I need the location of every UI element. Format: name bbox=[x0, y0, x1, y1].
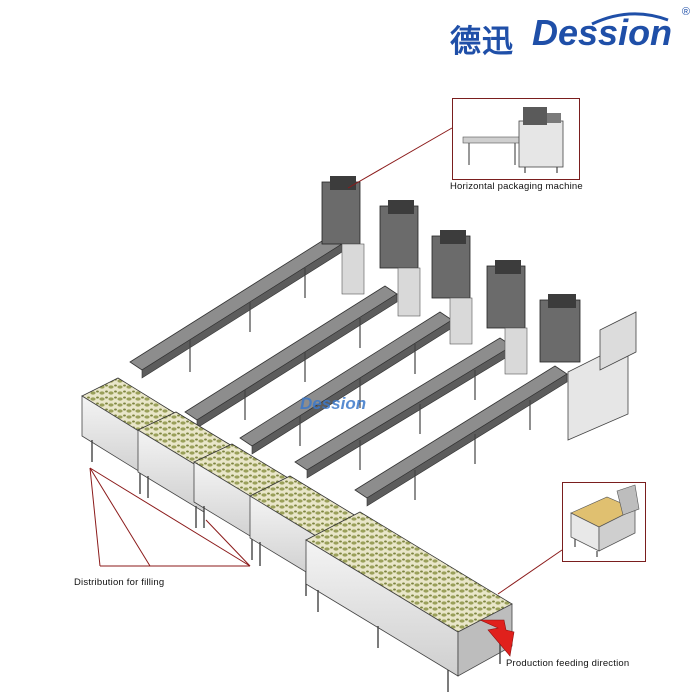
logo-chinese-text: 德迅 bbox=[450, 24, 514, 60]
label-production-feeding-direction: Production feeding direction bbox=[506, 658, 630, 669]
inset-horizontal-packaging-machine bbox=[452, 98, 580, 180]
feeding-direction-arrow bbox=[479, 619, 515, 657]
machine-head-3 bbox=[431, 230, 473, 345]
machine-head-2 bbox=[379, 200, 421, 317]
packaging-line-5 bbox=[354, 365, 568, 507]
leader-lines bbox=[89, 127, 563, 595]
label-distribution-for-filling: Distribution for filling bbox=[74, 577, 165, 588]
packaging-machine-heads bbox=[321, 176, 637, 441]
logo-swoosh-icon bbox=[591, 12, 669, 26]
label-horizontal-packaging-machine: Horizontal packaging machine bbox=[450, 181, 583, 192]
machine-head-5 bbox=[539, 294, 637, 441]
packaging-line-1 bbox=[129, 235, 343, 379]
brand-logo: 德迅 Dession ® bbox=[440, 6, 690, 60]
registered-mark: ® bbox=[681, 6, 690, 18]
machine-head-1 bbox=[321, 176, 365, 295]
horizontal-packaging-machine-icon bbox=[462, 107, 564, 173]
machine-head-4 bbox=[486, 260, 528, 375]
packaging-line-4 bbox=[294, 337, 513, 479]
feeding-machine-icon bbox=[570, 484, 640, 557]
distribution-conveyor bbox=[81, 377, 513, 692]
watermark-logo: Dession bbox=[300, 394, 367, 413]
inset-feeding-machine bbox=[562, 482, 646, 562]
